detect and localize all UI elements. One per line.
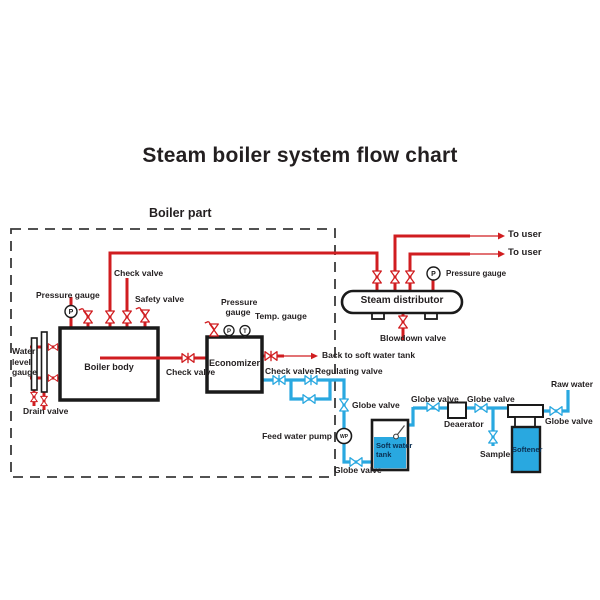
gauge-letter: P xyxy=(431,271,436,278)
soft-water-tank-line2: tank xyxy=(376,450,392,459)
steam-outlet-valve-icon xyxy=(105,310,115,324)
drain-valve-icon xyxy=(40,395,48,407)
sampler-label: Sampler xyxy=(480,449,514,459)
boiler-part-boundary xyxy=(10,228,336,478)
feed-water-pump-label: Feed water pump xyxy=(262,431,332,441)
globe-valve-label: Globe valve xyxy=(411,394,459,404)
softener-label: Softener xyxy=(512,445,543,454)
globe-valve-label: Globe valve xyxy=(545,416,593,426)
water-level-gauge-label: Water level gauge xyxy=(12,346,38,377)
gauge-letter: P xyxy=(227,329,231,335)
steam-distributor-label: Steam distributor xyxy=(360,295,444,306)
globe-valve-icon xyxy=(339,398,349,412)
arrow-to-user-2 xyxy=(498,250,505,258)
soft-water-tank-vessel xyxy=(370,418,410,472)
check-valve-label: Check valve xyxy=(265,366,315,376)
globe-valve-icon xyxy=(549,406,563,416)
temp-gauge-label: Temp. gauge xyxy=(255,311,307,321)
back-to-soft-water-tank-label: Back to soft water tank xyxy=(322,350,416,360)
softener-vessel xyxy=(507,404,544,474)
steam-distributor-vessel xyxy=(340,289,464,320)
water-level-gauge xyxy=(30,331,48,393)
instruments: P P T P WP xyxy=(64,266,441,445)
soft-water-tank-line1: Soft water xyxy=(376,441,413,450)
page-title: Steam boiler system flow chart xyxy=(142,144,458,167)
tank-water-fill xyxy=(374,437,406,469)
drain-valve-label: Drain valve xyxy=(23,406,69,416)
arrow-back-to-tank xyxy=(311,352,318,360)
pressure-gauge-icon xyxy=(64,304,78,319)
economizer-box xyxy=(205,335,264,394)
arrow-to-user-1 xyxy=(498,232,505,240)
safety-valve-icon xyxy=(79,309,93,324)
deaerator-box xyxy=(447,401,467,419)
water-level-valve-icon xyxy=(47,343,59,351)
pump-letters: WP xyxy=(340,434,349,440)
pressure-gauge-label: Pressure gauge xyxy=(221,297,258,317)
raw-water-label: Raw water xyxy=(551,379,594,389)
globe-valve-label: Globe valve xyxy=(352,400,400,410)
soft-water-tank-label: Soft water tank xyxy=(376,441,412,459)
drain-valve-icon xyxy=(30,391,38,403)
globe-valve-icon xyxy=(474,403,488,413)
pressure-gauge-icon xyxy=(426,266,441,281)
deaerator-label: Deaerator xyxy=(444,419,484,429)
check-valve-label: Check valve xyxy=(114,268,164,278)
economizer-label: Economizer xyxy=(208,358,260,368)
distributor-outlet-valve-icon xyxy=(390,270,400,284)
boiler-body-box xyxy=(58,326,160,402)
safety-valve-label: Safety valve xyxy=(135,294,185,304)
blowdown-valve-label: Blowdown valve xyxy=(380,333,447,343)
blowdown-valve-icon xyxy=(398,315,408,329)
boiler-body-label: Boiler body xyxy=(84,362,134,372)
to-user-label: To user xyxy=(508,229,542,240)
check-valve-icon xyxy=(182,353,194,363)
float-ball-icon xyxy=(393,433,399,440)
to-user-label: To user xyxy=(508,247,542,258)
boiler-part-label: Boiler part xyxy=(149,206,212,220)
check-valve-label: Check valve xyxy=(166,367,216,377)
distributor-inlet-valve-icon xyxy=(372,270,382,284)
pressure-gauge-label: Pressure gauge xyxy=(36,290,100,300)
distributor-outlet-valve-icon xyxy=(405,270,415,284)
feed-water-pump-icon xyxy=(335,427,353,445)
check-valve-icon xyxy=(122,310,132,324)
globe-valve-label: Globe valve xyxy=(467,394,515,404)
safety-valve-icon xyxy=(136,308,150,323)
temp-gauge-icon xyxy=(239,324,251,337)
gauge-letter: T xyxy=(243,329,247,335)
economizer-relief-valve-icon xyxy=(205,322,219,337)
bypass-valve-icon xyxy=(302,394,316,404)
gauge-letter: P xyxy=(69,309,74,316)
globe-valve-label: Globe valve xyxy=(334,465,382,475)
pressure-gauge-label: Pressure gauge xyxy=(446,269,507,278)
return-valve-icon xyxy=(265,351,277,361)
regulating-valve-label: Regulating valve xyxy=(315,366,383,376)
sampler-valve-icon xyxy=(488,430,498,444)
float-rod xyxy=(397,425,405,435)
pressure-gauge-icon xyxy=(223,324,235,337)
water-level-valve-icon xyxy=(47,374,59,382)
